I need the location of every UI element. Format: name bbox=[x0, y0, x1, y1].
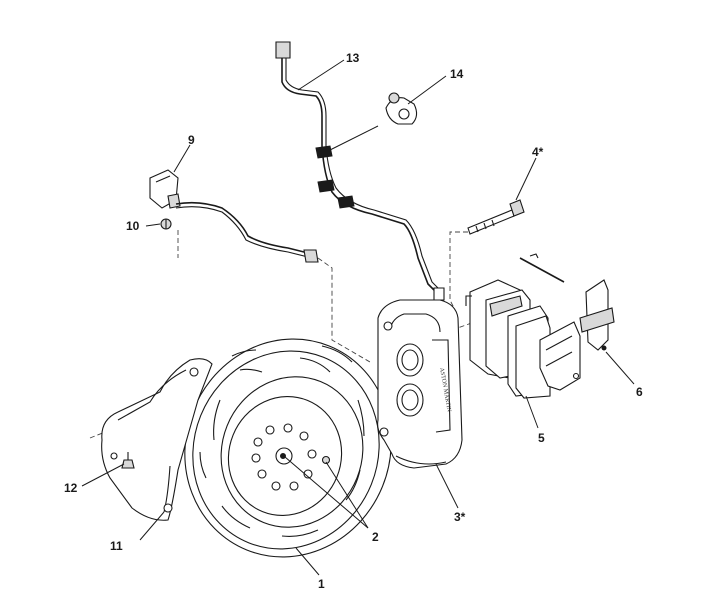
callout-14: 14 bbox=[450, 67, 464, 81]
callout-2: 2 bbox=[372, 530, 379, 544]
leader-lines bbox=[81, 59, 635, 576]
bracket-bolt bbox=[160, 218, 172, 230]
sensor-bracket bbox=[149, 169, 181, 209]
shield-bolt bbox=[121, 452, 135, 469]
brake-pads bbox=[465, 279, 551, 399]
pad-spring-plate bbox=[539, 321, 581, 391]
callout-5: 5 bbox=[538, 431, 545, 445]
pad-retaining-pin bbox=[519, 253, 565, 283]
callout-3: 3* bbox=[454, 510, 466, 524]
anti-squeal-shim bbox=[579, 279, 615, 351]
callout-12: 12 bbox=[64, 481, 78, 495]
callout-4: 4* bbox=[532, 145, 544, 159]
brake-caliper: ASTON MARTIN bbox=[377, 299, 463, 469]
brake-dust-shield bbox=[101, 358, 213, 521]
callout-1: 1 bbox=[318, 577, 325, 591]
callout-11: 11 bbox=[110, 539, 123, 553]
callout-9: 9 bbox=[188, 133, 195, 147]
caliper-bolt bbox=[467, 199, 525, 235]
callout-10: 10 bbox=[126, 219, 140, 233]
abs-wheel-speed-sensor bbox=[385, 92, 418, 125]
abs-sensor-harness bbox=[275, 41, 445, 301]
callout-13: 13 bbox=[346, 51, 360, 65]
pad-wear-sensor-harness bbox=[175, 201, 319, 263]
callout-labels: 1 2 3* 4* 5 6 9 10 11 12 13 14 bbox=[64, 51, 643, 591]
callout-6: 6 bbox=[636, 385, 643, 399]
